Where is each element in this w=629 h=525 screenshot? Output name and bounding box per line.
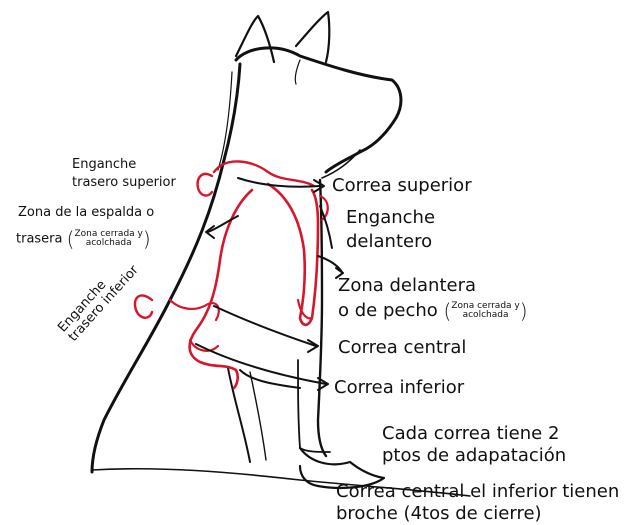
- arrow-espalda-head: [205, 225, 215, 239]
- arrow-enganche-delantero: [319, 205, 333, 249]
- harness-left-ring-bottom: [133, 294, 154, 319]
- label-enganche-delantero-1: Enganche: [346, 207, 436, 228]
- dog-brow: [294, 59, 301, 85]
- label-zona-delantera-2: o de pecho: [338, 300, 438, 321]
- label-cada-correa-2: ptos de adapatación: [382, 445, 567, 466]
- arrow-espalda: [207, 215, 239, 233]
- harness-front-panel: [266, 182, 320, 327]
- harness-mid-loop: [168, 298, 220, 322]
- strap-central: [213, 305, 317, 347]
- strap-inferior: [195, 343, 327, 385]
- dog-front-leg: [297, 359, 331, 453]
- label-broche-2: broche (4tos de cierre): [336, 503, 542, 524]
- harness-back-panel: [188, 188, 254, 390]
- dog-back-inner: [217, 71, 233, 171]
- label-correa-superior: Correa superior: [332, 175, 472, 196]
- harness-neck-loop: [212, 160, 316, 188]
- label-cada-correa-1: Cada correa tiene 2: [382, 423, 560, 444]
- dog-chest: [316, 178, 328, 458]
- label-enganche-delantero-2: delantero: [346, 231, 433, 252]
- dog-jaw: [321, 149, 361, 179]
- harness-left-ring-top: [196, 172, 214, 197]
- dog-front-paw: [298, 446, 386, 490]
- strap-lines-lower: [239, 369, 301, 389]
- label-zona-espalda-1: Zona de la espalda o: [18, 205, 155, 220]
- dog-base: [91, 467, 471, 497]
- dog-right-ear: [294, 10, 331, 64]
- label-zona-espalda-2: trasera: [16, 231, 63, 247]
- arrow-zona-delantera-head: [335, 267, 344, 279]
- strap-superior: [237, 177, 321, 188]
- dog-back: [90, 62, 242, 474]
- label-enganche-trasero-superior-1: Enganche: [72, 157, 137, 172]
- paren-close-icon: ): [519, 299, 528, 323]
- label-zona-delantera-1: Zona delantera: [338, 275, 477, 296]
- label-correa-inferior: Correa inferior: [334, 377, 465, 398]
- paren-close-icon: ): [142, 227, 151, 251]
- paren-open-icon: (: [66, 227, 75, 251]
- harness-chest-drop: [296, 298, 314, 320]
- arrow-inferior-head: [317, 377, 329, 391]
- label-enganche-trasero-superior-2: trasero superior: [72, 175, 176, 190]
- arrow-central-head: [307, 339, 319, 353]
- arrow-correa-superior: [313, 179, 325, 193]
- paren-open-icon: (: [443, 299, 452, 323]
- dog-rear-leg: [227, 367, 251, 463]
- harness-lower-clip: [188, 338, 220, 352]
- dog-head: [234, 46, 403, 174]
- label-broche-1: Correa central el inferior tienen: [336, 481, 620, 502]
- label-correa-central: Correa central: [338, 337, 467, 358]
- dog-rear-leg-2: [249, 371, 267, 461]
